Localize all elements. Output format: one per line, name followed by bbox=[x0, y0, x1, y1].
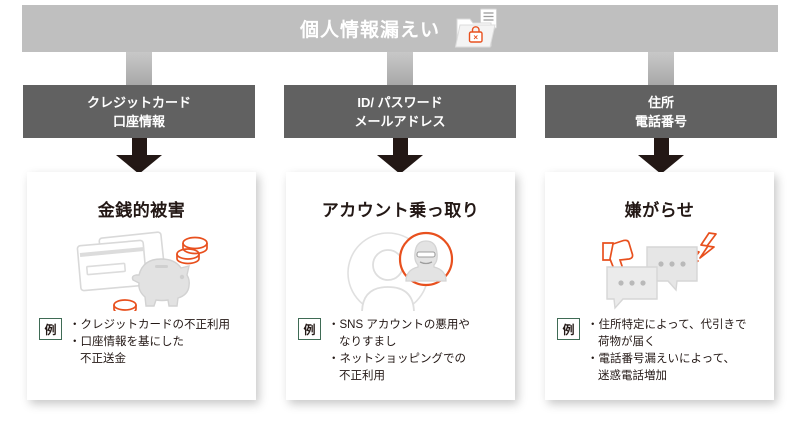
list-item: 電話番号漏えいによって、 迷惑電話増加 bbox=[587, 351, 747, 385]
down-arrow-icon-3 bbox=[638, 138, 684, 174]
example-badge: 例 bbox=[557, 318, 580, 340]
card-title: 嫌がらせ bbox=[624, 201, 695, 220]
list-item: 住所特定によって、代引きで 荷物が届く bbox=[587, 317, 747, 351]
svg-text:×: × bbox=[473, 33, 478, 42]
category-line-2: 口座情報 bbox=[112, 113, 165, 129]
connector-stub-1 bbox=[126, 52, 152, 85]
example-bullet-list: クレジットカードの不正利用 口座情報を基にした 不正送金 bbox=[69, 317, 230, 368]
banner-content: 個人情報漏えい × bbox=[300, 8, 500, 50]
category-line-1: クレジットカード bbox=[86, 94, 191, 110]
speech-bubbles-thumbsdown-anger-illustration bbox=[545, 224, 774, 312]
list-item: クレジットカードの不正利用 bbox=[69, 317, 231, 334]
outcome-card-account-takeover: アカウント乗っ取り 例 SNS アカウントの悪用や なりすまし ネットショッピン… bbox=[286, 172, 515, 400]
connector-stub-3 bbox=[648, 52, 674, 85]
example-bullet-list: SNS アカウントの悪用や なりすまし ネットショッピングでの 不正利用 bbox=[328, 317, 470, 385]
outcome-card-financial-damage: 金銭的被害 bbox=[27, 172, 256, 400]
credit-card-piggybank-coins-illustration bbox=[27, 224, 256, 312]
category-box-credentials: ID/ パスワード メールアドレス bbox=[284, 85, 516, 138]
category-line-2: メールアドレス bbox=[354, 113, 446, 129]
category-line-1: 住所 bbox=[647, 94, 674, 110]
example-block: 例 住所特定によって、代引きで 荷物が届く 電話番号漏えいによって、 迷惑電話増… bbox=[557, 317, 764, 385]
example-bullet-list: 住所特定によって、代引きで 荷物が届く 電話番号漏えいによって、 迷惑電話増加 bbox=[587, 317, 747, 385]
category-box-address-phone: 住所 電話番号 bbox=[545, 85, 777, 138]
category-line-2: 電話番号 bbox=[634, 113, 687, 129]
connector-stub-2 bbox=[387, 52, 413, 85]
list-item: ネットショッピングでの 不正利用 bbox=[328, 351, 470, 385]
category-line-1: ID/ パスワード bbox=[357, 94, 443, 110]
card-title: 金銭的被害 bbox=[97, 201, 186, 220]
example-block: 例 クレジットカードの不正利用 口座情報を基にした 不正送金 bbox=[39, 317, 246, 368]
list-item: SNS アカウントの悪用や なりすまし bbox=[328, 317, 470, 351]
banner-title: 個人情報漏えい bbox=[299, 20, 440, 41]
example-badge: 例 bbox=[298, 318, 321, 340]
example-block: 例 SNS アカウントの悪用や なりすまし ネットショッピングでの 不正利用 bbox=[298, 317, 505, 385]
folder-lock-breach-icon: × bbox=[454, 8, 500, 50]
down-arrow-icon-1 bbox=[116, 138, 162, 174]
category-box-credit-card: クレジットカード 口座情報 bbox=[23, 85, 255, 138]
card-title: アカウント乗っ取り bbox=[321, 201, 480, 220]
down-arrow-icon-2 bbox=[377, 138, 423, 174]
leak-banner: 個人情報漏えい × bbox=[22, 5, 778, 52]
user-silhouette-masked-thief-illustration bbox=[286, 224, 515, 312]
example-badge: 例 bbox=[39, 318, 62, 340]
outcome-card-harassment: 嫌がらせ 例 bbox=[545, 172, 774, 400]
list-item: 口座情報を基にした 不正送金 bbox=[69, 334, 230, 368]
